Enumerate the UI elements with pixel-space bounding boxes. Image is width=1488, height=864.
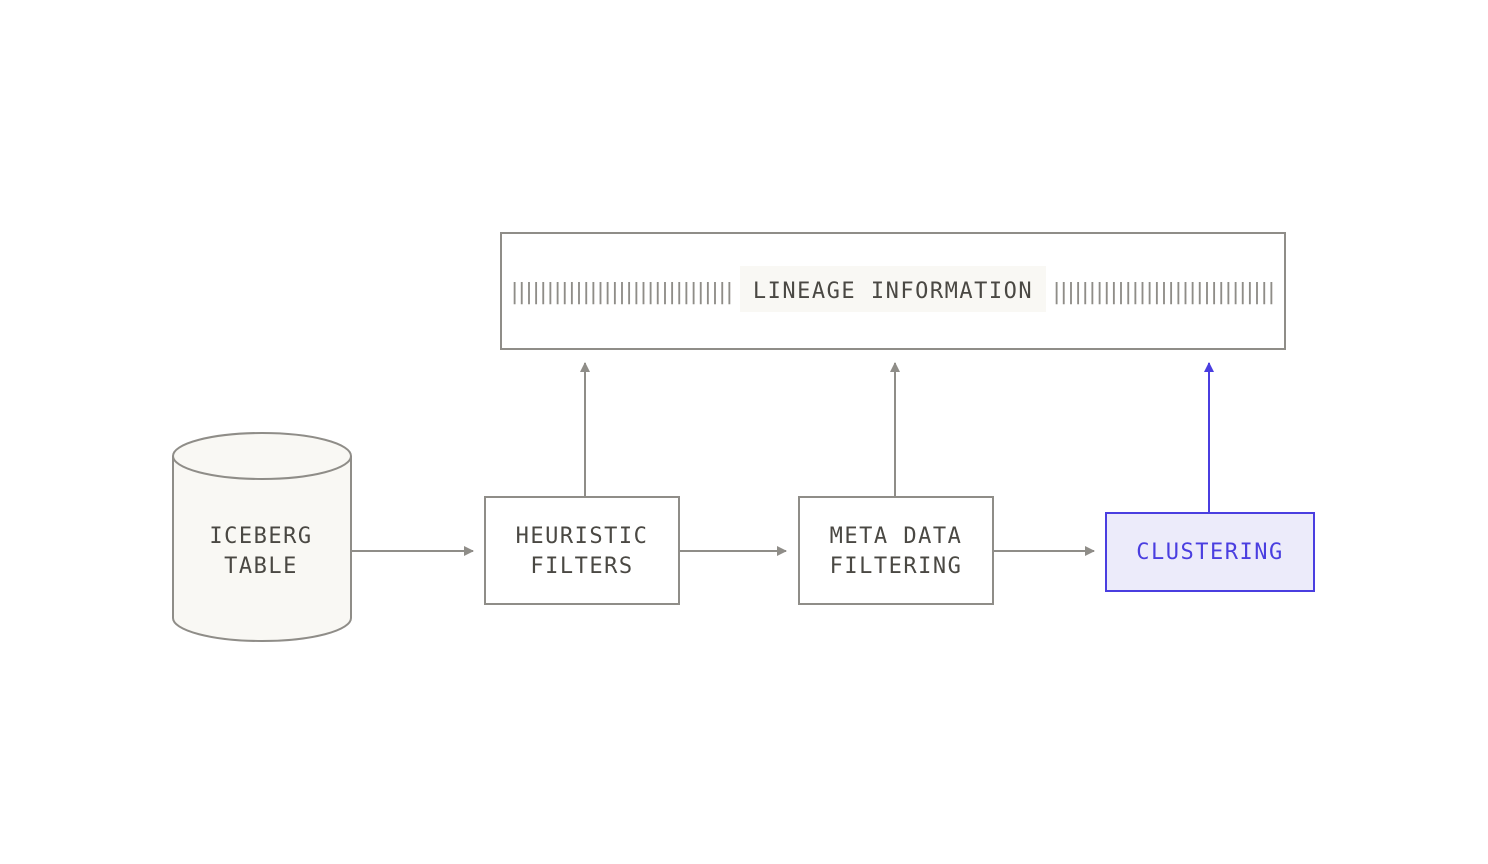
lineage-ticks-left: ||||||||||||||||||||||||||||||| xyxy=(508,280,736,305)
meta-data-filtering-node: META DATA FILTERING xyxy=(798,496,994,605)
iceberg-table-cylinder-body xyxy=(172,456,352,642)
iceberg-table-cylinder-top xyxy=(172,432,352,480)
iceberg-table-label-line2: TABLE xyxy=(224,554,298,579)
lineage-information-label: LINEAGE INFORMATION xyxy=(753,279,1033,304)
lineage-information-node: ||||||||||||||||||||||||||||||| ||||||||… xyxy=(500,232,1286,350)
heuristic-filters-label-line2: FILTERS xyxy=(530,554,633,579)
iceberg-table-label-line1: ICEBERG xyxy=(209,524,312,549)
heuristic-filters-box xyxy=(484,496,680,605)
heuristic-filters-node: HEURISTIC FILTERS xyxy=(484,496,680,605)
meta-data-filtering-label-line2: FILTERING xyxy=(830,554,963,579)
clustering-label: CLUSTERING xyxy=(1136,540,1283,565)
heuristic-filters-label-line1: HEURISTIC xyxy=(516,524,649,549)
lineage-ticks-right: ||||||||||||||||||||||||||||||| xyxy=(1050,280,1278,305)
meta-data-filtering-box xyxy=(798,496,994,605)
clustering-node: CLUSTERING xyxy=(1105,512,1315,592)
meta-data-filtering-label-line1: META DATA xyxy=(830,524,963,549)
iceberg-table-node: ICEBERG TABLE xyxy=(172,432,352,642)
lineage-label-background xyxy=(740,266,1046,312)
